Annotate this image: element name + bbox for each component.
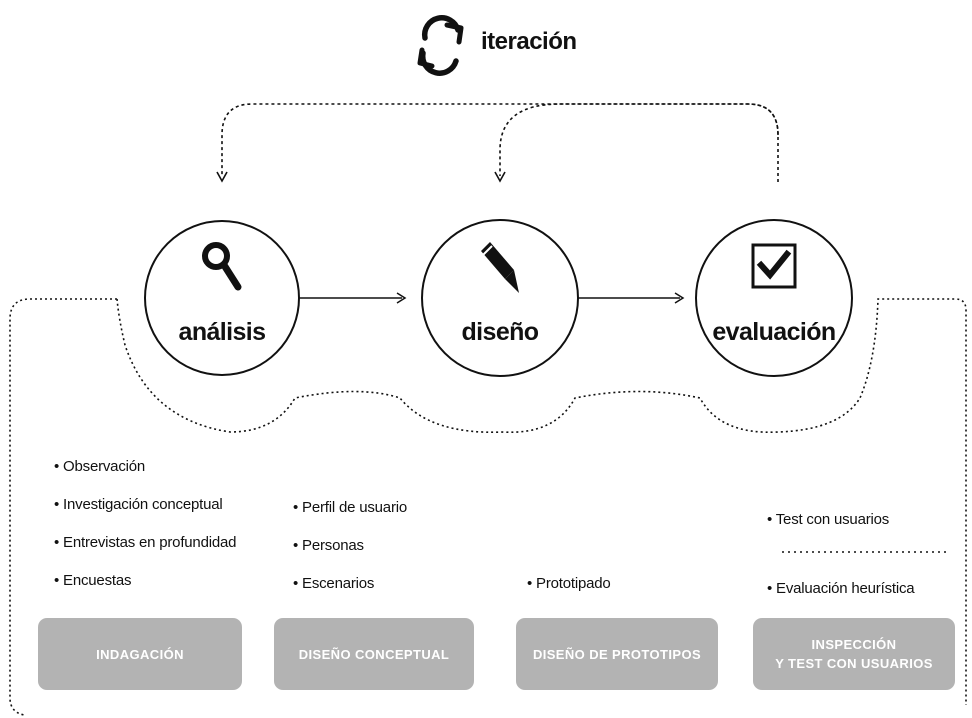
technique-item: Test con usuarios	[767, 511, 890, 528]
technique-item: Entrevistas en profundidad	[54, 534, 236, 551]
checkbox-checked-icon	[751, 243, 797, 289]
phase-label: DISEÑO DE PROTOTIPOS	[532, 646, 702, 662]
stage-label-diseno: diseño	[461, 318, 540, 346]
technique-item: Evaluación heurística	[767, 580, 915, 597]
refresh-cycle-icon	[417, 15, 464, 76]
process-dotted-outline	[9, 298, 967, 716]
arrowhead-analisis-to-diseno	[396, 292, 407, 304]
stage-label-evaluacion: evaluación	[712, 318, 836, 346]
technique-item: Observación	[54, 458, 145, 475]
iteration-label: iteración	[481, 28, 577, 55]
pencil-icon	[481, 242, 519, 293]
technique-item: Encuestas	[54, 572, 131, 589]
iteration-arrowhead-diseno	[494, 171, 506, 183]
phase-label: Y TEST CON USUARIOS	[775, 656, 933, 671]
arrowhead-diseno-to-evaluacion	[674, 292, 685, 304]
phase-box-inspeccion: INSPECCIÓN Y TEST CON USUARIOS	[753, 618, 955, 690]
phase-label: INSPECCIÓN	[811, 637, 897, 652]
phase-label: DISEÑO CONCEPTUAL	[298, 646, 450, 662]
iteration-arrowhead-analisis	[216, 171, 228, 183]
technique-item: Personas	[293, 537, 364, 554]
phase-box-diseno-prototipos: DISEÑO DE PROTOTIPOS	[516, 618, 718, 690]
magnifier-icon	[202, 242, 242, 291]
technique-item: Prototipado	[527, 575, 611, 592]
technique-item: Escenarios	[293, 575, 374, 592]
stage-circle-evaluacion	[695, 219, 853, 377]
phase-box-indagacion: INDAGACIÓN	[38, 618, 242, 690]
phase-label: INDAGACIÓN	[96, 646, 184, 662]
iteration-arc-to-analisis	[221, 103, 779, 182]
technique-item: Investigación conceptual	[54, 496, 223, 513]
stage-circle-diseno	[421, 219, 579, 377]
technique-item: Perfil de usuario	[293, 499, 407, 516]
phase-box-diseno-conceptual: DISEÑO CONCEPTUAL	[274, 618, 474, 690]
iteration-arc-to-diseno	[499, 103, 779, 176]
stage-label-analisis: análisis	[178, 318, 267, 346]
